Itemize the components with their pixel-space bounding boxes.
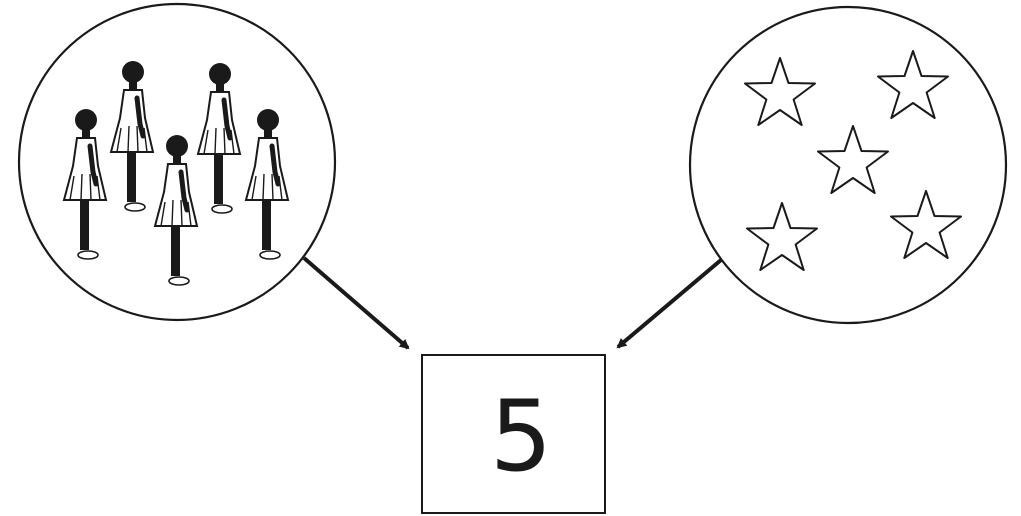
left-arrow	[302, 256, 410, 350]
star-icon	[890, 190, 962, 259]
star-icon	[817, 125, 889, 194]
right-arrow	[616, 258, 723, 349]
girl-figure-icon	[64, 109, 106, 259]
girl-figure-icon	[155, 135, 197, 285]
star-icon	[746, 202, 818, 271]
right-group-circle	[688, 5, 1008, 325]
girl-figure-icon	[198, 63, 240, 213]
girl-figure-icon	[246, 109, 288, 259]
star-icon	[744, 57, 816, 126]
girl-figure-icon	[111, 61, 153, 211]
result-number: 5	[490, 380, 552, 494]
left-group-circle	[17, 2, 337, 322]
star-icon	[877, 50, 949, 119]
result-box: 5	[421, 354, 606, 514]
